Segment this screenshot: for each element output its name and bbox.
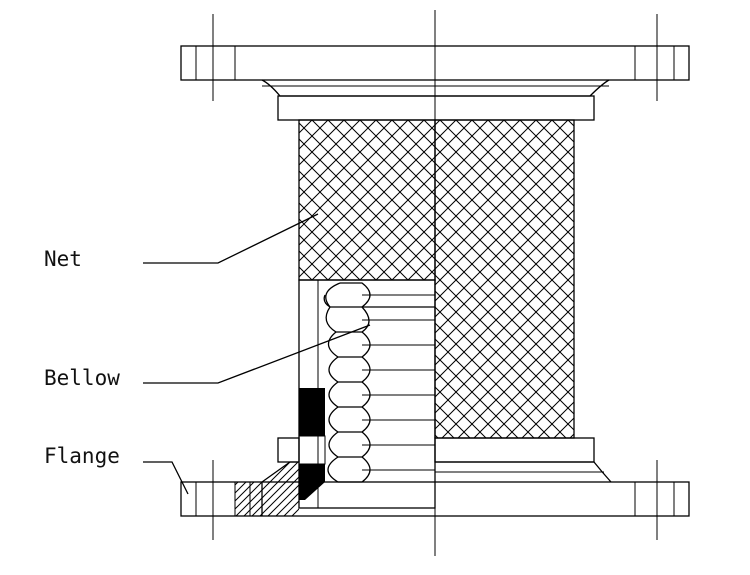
net-mesh [298,119,575,439]
net-label: Net [44,247,82,271]
net-callout: Net [44,213,319,271]
bellow-callout: Bellow [44,324,371,390]
bellow-label: Bellow [44,366,120,390]
flange-callout: Flange [44,444,189,495]
bellow-section [298,279,436,509]
flange-label: Flange [44,444,120,468]
